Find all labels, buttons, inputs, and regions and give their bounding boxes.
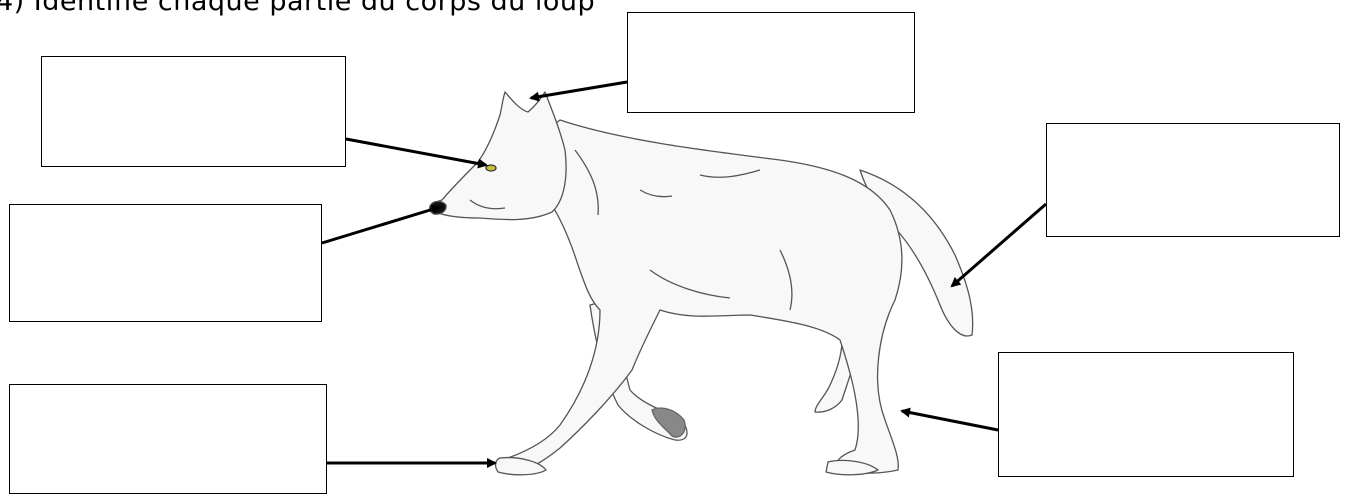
answer-box-tail[interactable] [1046,123,1340,237]
arrow-to-tail [952,204,1046,286]
answer-box-nose[interactable] [9,204,322,322]
arrow-to-nose [322,207,440,243]
answer-box-leg[interactable] [998,352,1294,477]
wolf-drawing [430,92,973,475]
arrow-to-eye [346,139,486,165]
answer-box-ear[interactable] [627,12,915,113]
answer-box-paw[interactable] [9,384,327,494]
answer-box-eye[interactable] [41,56,346,167]
arrow-to-ear [531,82,627,98]
arrow-to-hind-leg [902,411,998,430]
